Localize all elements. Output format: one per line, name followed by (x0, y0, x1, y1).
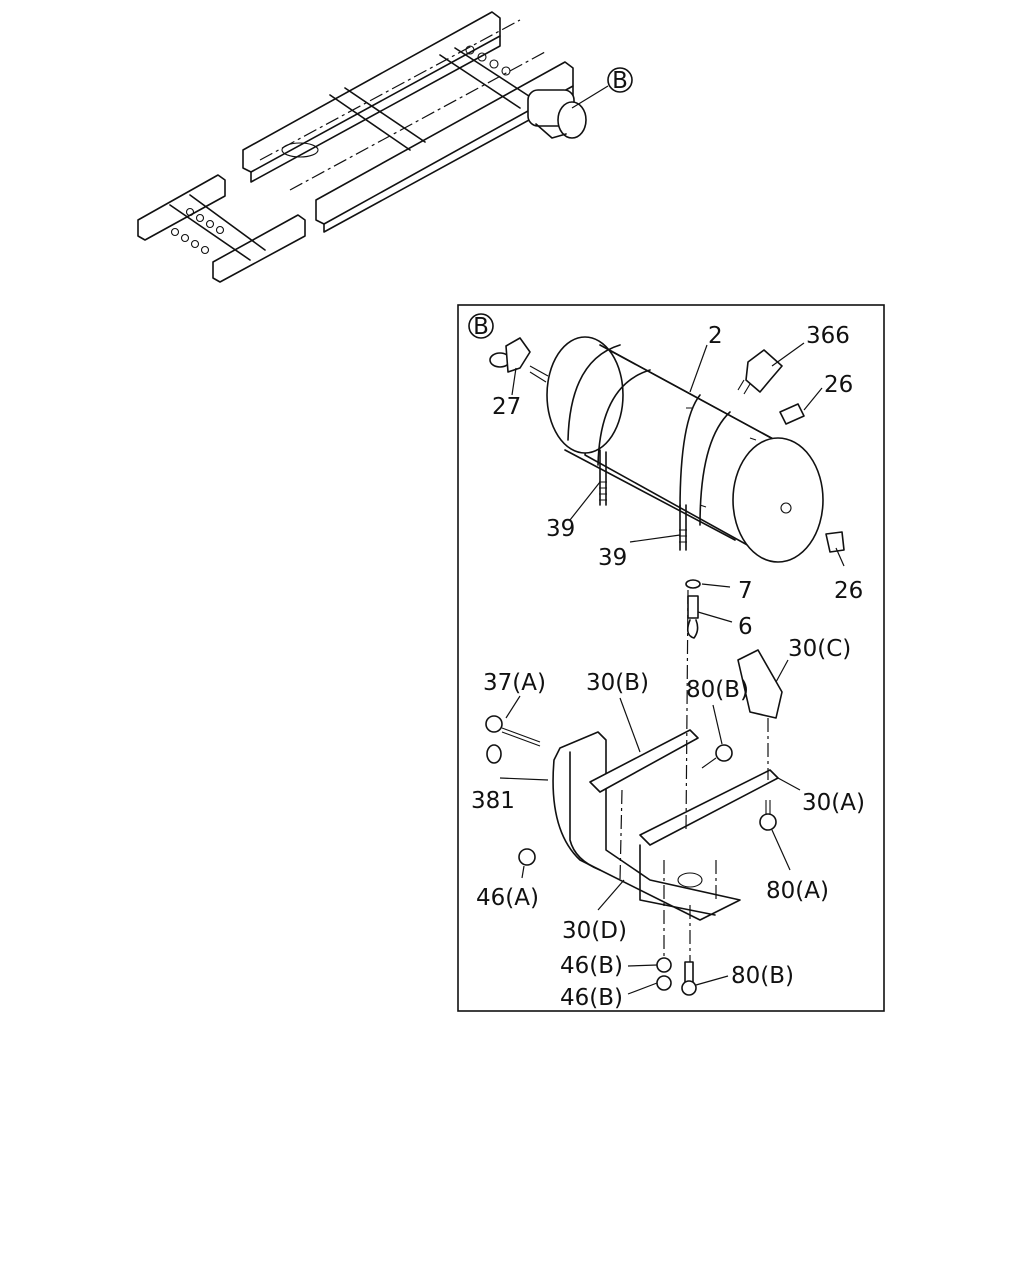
u-bolt-39-right (679, 504, 687, 551)
overview-callout-b: B (571, 67, 633, 109)
label-30d: 30(D) (562, 918, 627, 944)
nut-46b-lower (656, 975, 672, 991)
label-30b: 30(B) (586, 670, 649, 696)
label-27: 27 (492, 394, 521, 420)
label-6: 6 (738, 614, 753, 640)
washer-381 (486, 744, 502, 764)
detail-badge-b: B (468, 313, 494, 340)
label-46a: 46(A) (476, 885, 539, 911)
label-2: 2 (708, 323, 723, 349)
bolt-80a (759, 800, 777, 831)
bolt-37a (485, 715, 541, 747)
label-39-left: 39 (546, 516, 575, 542)
nut-46a (518, 848, 536, 866)
label-39-right: 39 (598, 545, 627, 571)
label-80b-top: 80(B) (686, 677, 749, 703)
drain-cock-6 (686, 595, 699, 639)
label-46b-upper: 46(B) (560, 953, 623, 979)
label-7: 7 (738, 578, 753, 604)
label-80a: 80(A) (766, 878, 829, 904)
label-30c: 30(C) (788, 636, 851, 662)
switch-366 (737, 349, 783, 395)
label-366: 366 (806, 323, 850, 349)
label-26-bottom: 26 (834, 578, 863, 604)
part-labels: 2 366 26 27 39 39 26 7 6 30(C) 37(A) 30(… (471, 323, 865, 1011)
nut-46b-upper (656, 957, 672, 973)
bolt-80b-top (701, 744, 733, 769)
plug-26-bottom (825, 531, 845, 553)
bolt-80b-bottom (681, 961, 697, 996)
bracket-assembly (552, 589, 783, 965)
label-30a: 30(A) (802, 790, 865, 816)
air-tank (546, 336, 824, 563)
plug-26-top (779, 403, 805, 425)
label-80b-bottom: 80(B) (731, 963, 794, 989)
svg-text:B: B (612, 68, 628, 94)
washer-7 (685, 579, 701, 589)
detail-panel-frame (457, 304, 885, 1012)
u-bolt-39-left (599, 449, 607, 506)
elbow-fitting-27 (489, 337, 549, 383)
svg-text:B: B (473, 314, 489, 340)
leader-lines (499, 342, 845, 995)
label-381: 381 (471, 788, 515, 814)
label-26-top: 26 (824, 372, 853, 398)
label-37a: 37(A) (483, 670, 546, 696)
label-46b-lower: 46(B) (560, 985, 623, 1011)
chassis-frame-overview (137, 11, 587, 283)
